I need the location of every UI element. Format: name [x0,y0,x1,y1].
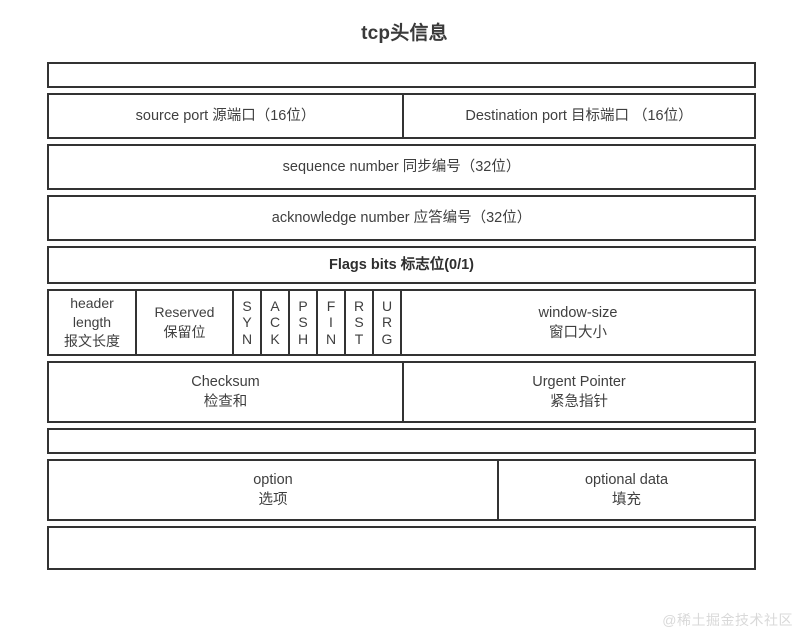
reserved-label-cn: 保留位 [163,323,206,340]
diagram-row-ports: source port 源端口（16位） Destination port 目标… [47,93,756,139]
acknowledge-number-cell: acknowledge number 应答编号（32位） [49,197,754,239]
flag-fin-cell: F I N [316,291,344,354]
window-size-cell: window-size 窗口大小 [400,291,754,354]
option-label-en: option [253,472,293,488]
flag-urg-c3: G [381,330,393,347]
source-port-label: source port 源端口（16位） [135,108,316,124]
flag-rst-c1: R [353,297,365,314]
header-length-line3: 报文长度 [64,333,120,350]
tcp-header-diagram: source port 源端口（16位） Destination port 目标… [47,62,756,570]
destination-port-label: Destination port 目标端口 （16位） [465,108,693,124]
checksum-cell: Checksum 检查和 [49,363,402,421]
flag-ack-c2: C [269,314,281,331]
sequence-number-label: sequence number 同步编号（32位） [282,159,521,175]
optional-data-label-en: optional data [584,472,669,488]
flag-rst-cell: R S T [344,291,372,354]
page-title: tcp头信息 [361,23,448,44]
diagram-row-sequence-number: sequence number 同步编号（32位） [47,144,756,190]
flags-bits-title-cell: Flags bits 标志位(0/1) [49,248,754,282]
flag-syn-c1: S [242,297,252,314]
flag-rst-c3: T [354,330,364,347]
header-length-line2: length [72,313,112,330]
flag-urg-cell: U R G [372,291,400,354]
flag-urg-c1: U [381,297,393,314]
flag-syn-cell: S Y N [232,291,260,354]
flag-rst-c2: S [354,314,364,331]
window-size-label-en: window-size [538,304,618,321]
urgent-pointer-label-cn: 紧急指针 [550,394,608,410]
reserved-label-en: Reserved [154,304,215,321]
data-payload-cell [49,528,754,568]
option-cell: option 选项 [49,461,497,519]
flag-fin-c3: N [325,330,337,347]
source-port-cell: source port 源端口（16位） [49,95,402,137]
optional-data-cell: optional data 填充 [497,461,754,519]
window-size-label-cn: 窗口大小 [549,324,607,341]
flag-syn-c2: Y [242,314,252,331]
flag-psh-c3: H [297,330,309,347]
diagram-row-spacer-top [47,62,756,88]
flag-syn-c3: N [241,330,253,347]
checksum-label-cn: 检查和 [203,394,248,410]
flag-psh-c2: S [298,314,308,331]
option-label-cn: 选项 [258,492,288,508]
diagram-row-spacer-middle [47,428,756,454]
flag-ack-c1: A [270,297,280,314]
diagram-row-checksum: Checksum 检查和 Urgent Pointer 紧急指针 [47,361,756,423]
checksum-label-en: Checksum [191,374,260,390]
diagram-row-data-payload [47,526,756,570]
flag-urg-c2: R [381,314,393,331]
diagram-row-flags-bits-title: Flags bits 标志位(0/1) [47,246,756,284]
diagram-row-flags: header length 报文长度 Reserved 保留位 S Y N A … [47,289,756,356]
flag-fin-c2: I [329,314,333,331]
flags-bits-title-label: Flags bits 标志位(0/1) [328,257,475,273]
flag-ack-c3: K [270,330,280,347]
flag-fin-c1: F [326,297,336,314]
flag-ack-cell: A C K [260,291,288,354]
spacer-top-cell [49,64,754,86]
header-length-line1: header [70,294,114,311]
flag-psh-c1: P [298,297,308,314]
spacer-middle-cell [49,430,754,452]
header-length-cell: header length 报文长度 [49,291,135,354]
reserved-cell: Reserved 保留位 [135,291,232,354]
diagram-row-options: option 选项 optional data 填充 [47,459,756,521]
urgent-pointer-label-en: Urgent Pointer [532,374,626,390]
diagram-row-acknowledge-number: acknowledge number 应答编号（32位） [47,195,756,241]
acknowledge-number-label: acknowledge number 应答编号（32位） [271,210,532,226]
urgent-pointer-cell: Urgent Pointer 紧急指针 [402,363,754,421]
optional-data-label-cn: 填充 [612,492,641,508]
flag-psh-cell: P S H [288,291,316,354]
watermark: @稀土掘金技术社区 [662,612,793,628]
destination-port-cell: Destination port 目标端口 （16位） [402,95,754,137]
sequence-number-cell: sequence number 同步编号（32位） [49,146,754,188]
